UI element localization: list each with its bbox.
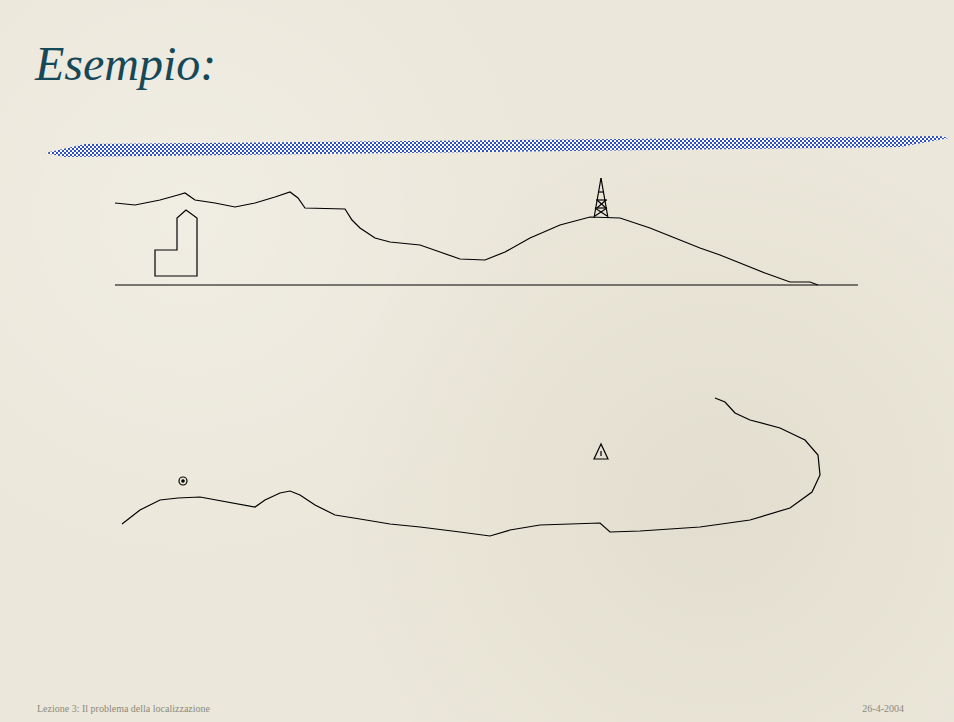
tower: [594, 178, 608, 218]
profile-view: [115, 178, 858, 285]
title-bar: [45, 136, 949, 157]
ground-line: [115, 284, 858, 285]
skyline: [115, 192, 818, 285]
coastline: [122, 398, 820, 536]
trig-point-mark: [600, 451, 601, 456]
slide-title: Esempio:: [35, 36, 216, 91]
point-symbol: [179, 477, 187, 485]
building: [155, 210, 197, 276]
footer-text: Lezione 3: Il problema della localizzazi…: [37, 703, 210, 714]
point-symbol: [182, 480, 184, 482]
footer-text: 26-4-2004: [862, 703, 904, 714]
trig-point-symbol: [594, 444, 608, 459]
map-view: [122, 398, 820, 536]
